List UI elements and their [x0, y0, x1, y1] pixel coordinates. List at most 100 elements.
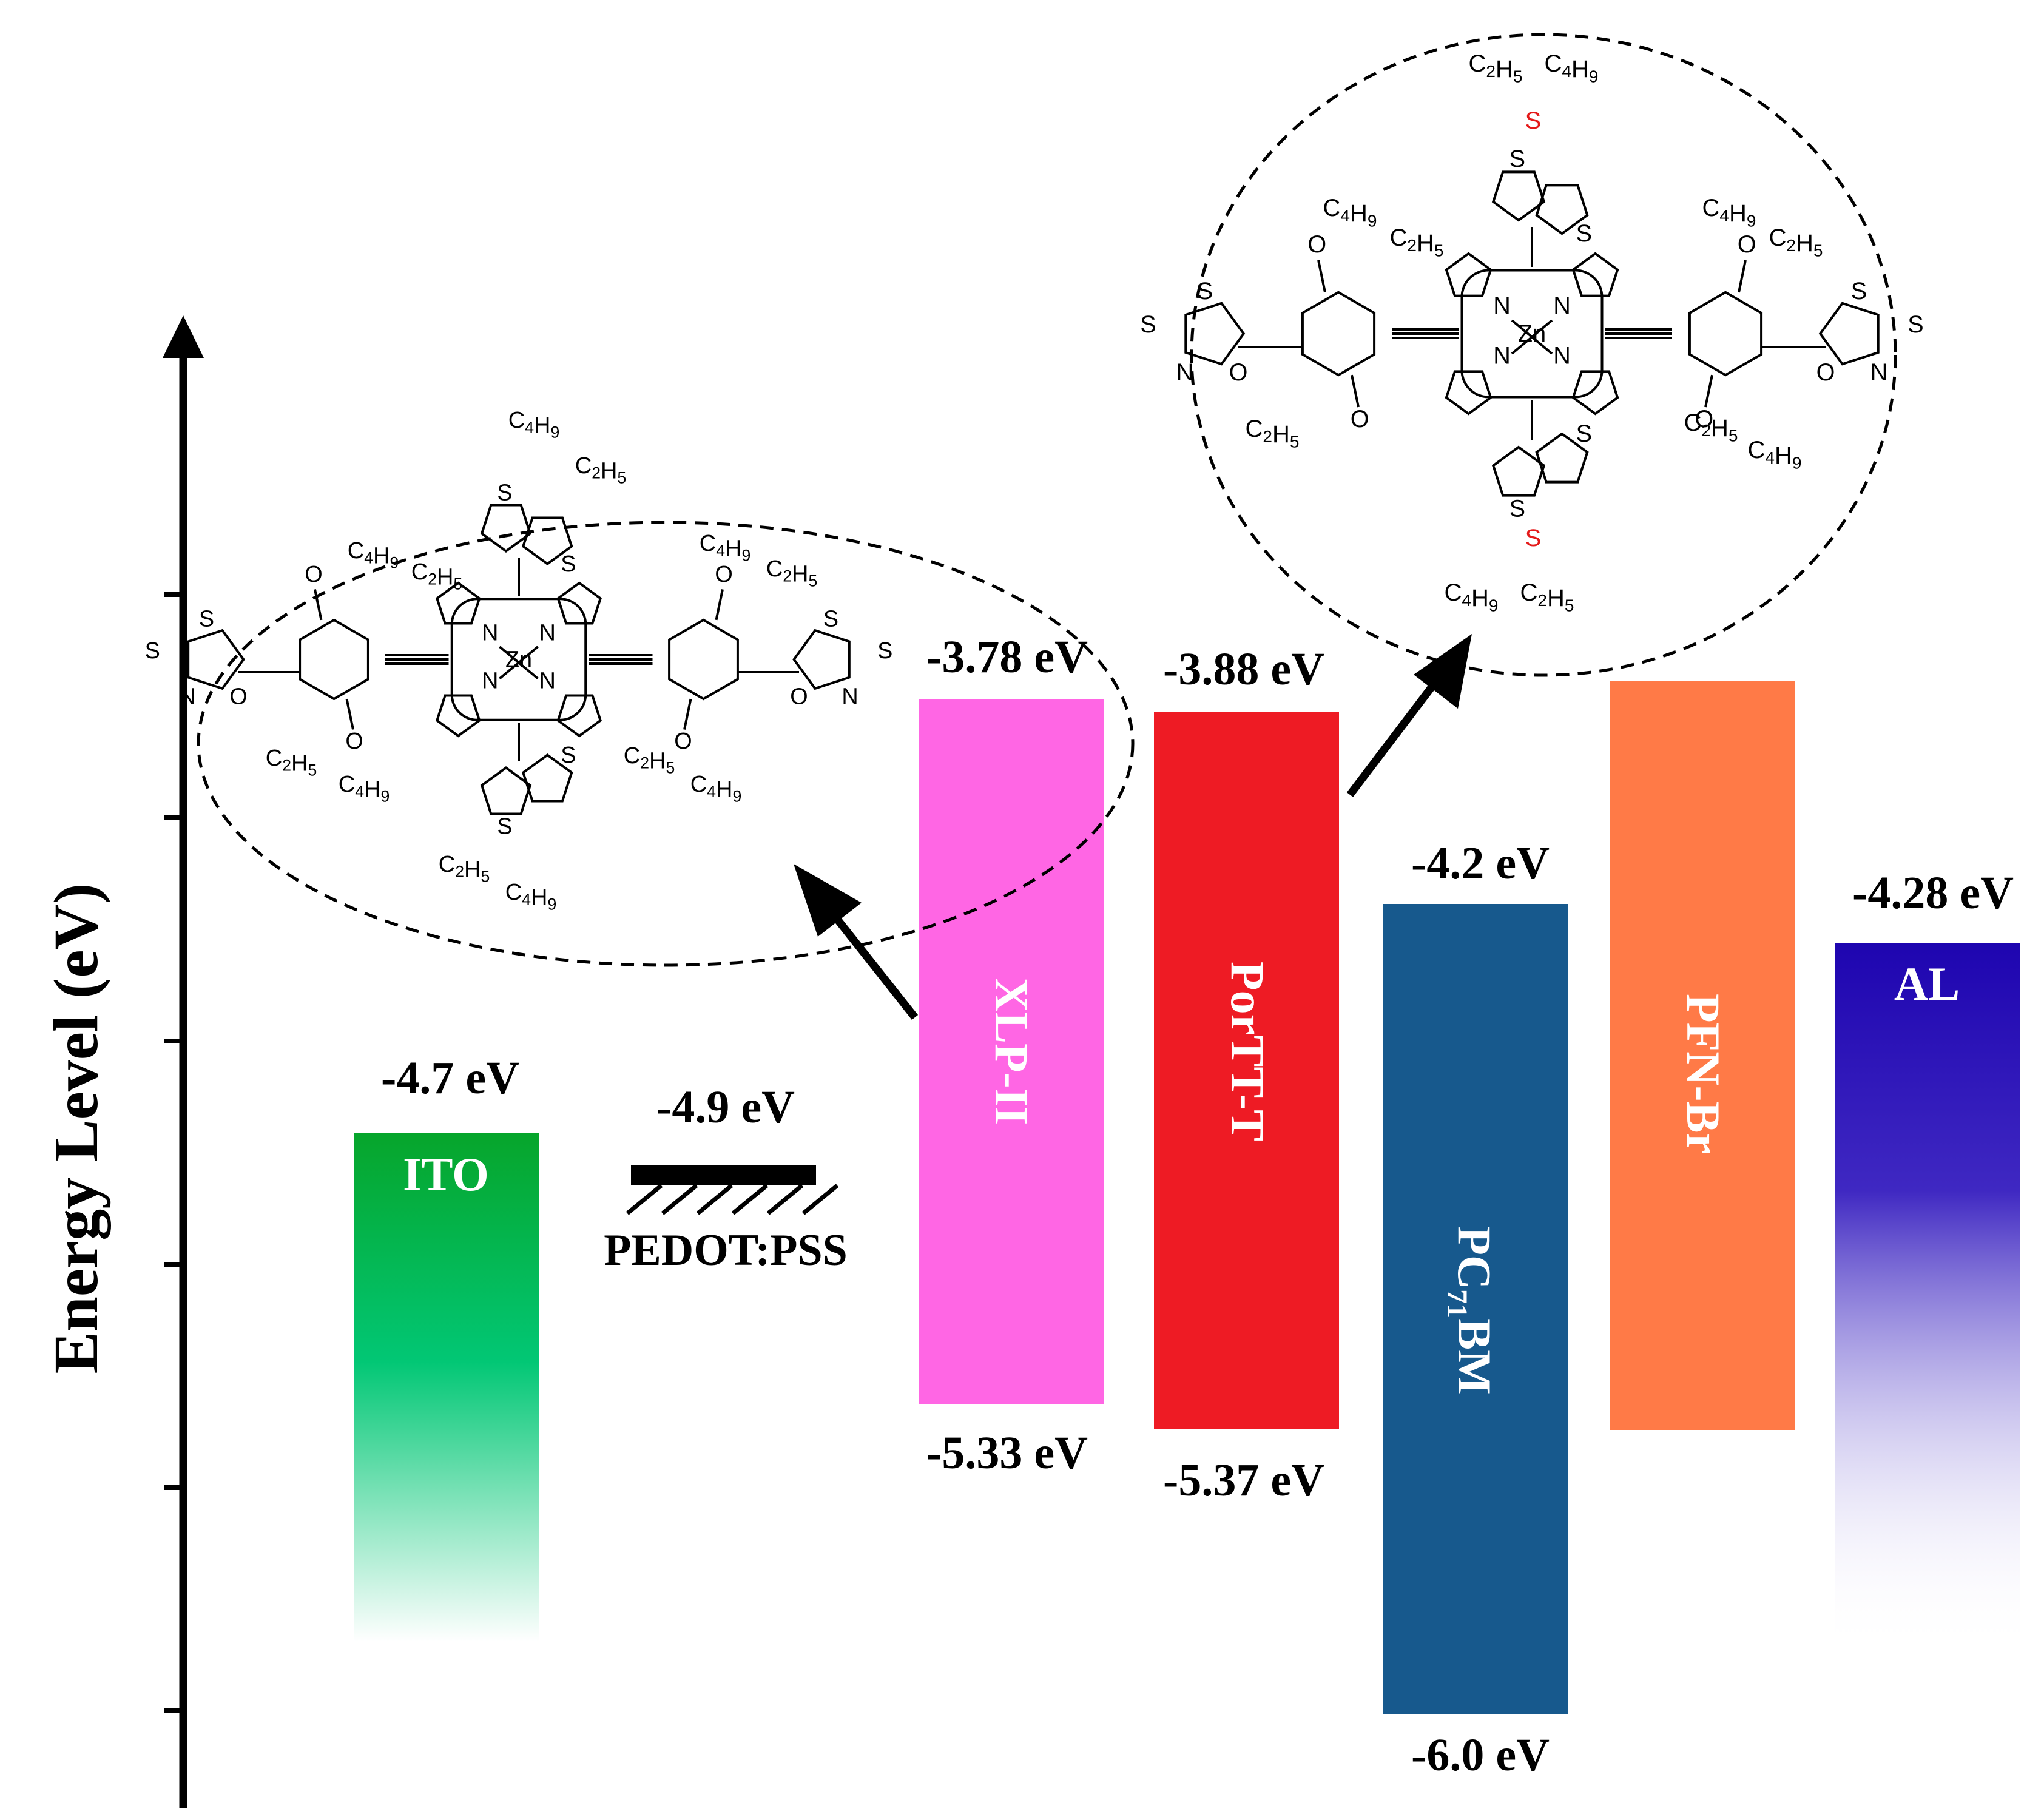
- five-ring: [556, 694, 602, 738]
- alkyl-group-label: C2H5: [575, 453, 627, 487]
- y-axis: [163, 315, 204, 1808]
- pfn-label: PFN-Br: [1677, 994, 1730, 1154]
- five-ring: [1445, 370, 1493, 416]
- atom-label: S: [561, 551, 576, 577]
- alkyl-group-label: C4H9: [700, 531, 751, 565]
- atom-label: N: [1553, 292, 1571, 319]
- metal-label: Zn: [505, 647, 532, 673]
- pcbm-bar: [1383, 904, 1568, 1714]
- portt-bar: [1154, 712, 1339, 1429]
- atom-label: N: [482, 668, 498, 693]
- atom-label: O: [229, 684, 247, 710]
- atom-label: N: [1870, 359, 1888, 386]
- alkyl-group-label: C2H5: [439, 852, 490, 886]
- pcbm-label-sub: 71: [1441, 1289, 1473, 1318]
- pedot-label: PEDOT:PSS: [604, 1225, 848, 1275]
- benzene-ring: [1301, 291, 1376, 377]
- atom-label: O: [1738, 231, 1756, 258]
- five-ring: [792, 629, 851, 690]
- ito-label: ITO: [403, 1148, 489, 1201]
- five-ring: [187, 629, 245, 690]
- pcbm-top-value: -4.2 eV: [1411, 838, 1550, 889]
- portt-layer: PorTT-T -3.88 eV -5.37 eV: [1154, 644, 1339, 1506]
- bond: [345, 698, 354, 730]
- al-layer: AL -4.28 eV: [1835, 868, 2020, 1650]
- metal-label: Zn: [1518, 320, 1546, 347]
- atom-label: S: [199, 606, 214, 632]
- atom-label: S: [1140, 311, 1156, 338]
- alkyl-group-label: C4H9: [1445, 579, 1499, 615]
- alkyl-group-label: C4H9: [508, 408, 560, 442]
- alkyl-group-label: C2H5: [624, 743, 675, 777]
- alkyl-group-label: C4H9: [1323, 195, 1377, 231]
- atom-label: O: [345, 729, 363, 754]
- alkyl-group-label: C4H9: [1748, 437, 1802, 473]
- five-ring: [1571, 370, 1619, 416]
- alkyl-group-label: C2H5: [1390, 224, 1444, 260]
- five-ring: [1184, 302, 1246, 366]
- arrow-head-right: [1414, 634, 1472, 709]
- atom-label: S: [1576, 220, 1592, 247]
- arrow-to-right-molecule: [1346, 674, 1443, 797]
- red-sulfur-label: S: [1525, 107, 1542, 134]
- alkyl-group-label: C4H9: [339, 772, 390, 806]
- al-label: AL: [1894, 957, 1960, 1010]
- atom-label: N: [539, 621, 556, 646]
- benzene-ring: [299, 618, 369, 701]
- portt-label: PorTT-T: [1221, 962, 1274, 1141]
- pcbm-label-main: PC: [1448, 1226, 1501, 1289]
- five-ring: [1535, 184, 1589, 235]
- pfn-layer: PFN-Br: [1610, 681, 1795, 1430]
- five-ring: [435, 581, 481, 625]
- arrow-to-left-molecule: [826, 907, 919, 1020]
- atom-label: O: [1307, 231, 1326, 258]
- alkyl-group-label: C4H9: [348, 538, 399, 572]
- pedot-layer: PEDOT:PSS -4.9 eV: [604, 1082, 848, 1275]
- atom-label: O: [305, 562, 322, 587]
- bond: [1317, 260, 1326, 293]
- y-axis-label: Energy Level (eV): [41, 883, 111, 1374]
- alkyl-group-label: C2H5: [1520, 579, 1574, 615]
- five-ring: [521, 753, 573, 803]
- five-ring: [1445, 252, 1493, 297]
- xlp-top-value: -3.78 eV: [926, 632, 1088, 683]
- bond: [1351, 374, 1360, 408]
- five-ring: [1535, 432, 1589, 484]
- bond: [499, 646, 539, 680]
- al-top-value: -4.28 eV: [1852, 868, 2014, 919]
- atom-label: N: [539, 668, 556, 693]
- atom-label: N: [1553, 343, 1571, 369]
- pcbm-bottom-value: -6.0 eV: [1411, 1730, 1550, 1781]
- pedot-hatch-mark: [731, 1184, 769, 1215]
- portt-bottom-value: -5.37 eV: [1163, 1455, 1324, 1506]
- portt-top-value: -3.88 eV: [1163, 644, 1324, 695]
- alkyl-group-label: C4H9: [690, 772, 742, 806]
- red-sulfur-label: S: [1525, 525, 1542, 551]
- atom-label: S: [823, 606, 838, 632]
- alkyl-group-label: C2H5: [411, 559, 463, 593]
- atom-label: S: [145, 638, 160, 664]
- bond: [1511, 319, 1553, 355]
- atom-label: S: [1509, 495, 1525, 522]
- atom-label: O: [1816, 359, 1835, 386]
- atom-label: S: [1907, 311, 1923, 338]
- xlp-bar: [919, 699, 1104, 1404]
- ito-bar: [354, 1133, 539, 1642]
- bond: [1738, 260, 1747, 293]
- atom-label: N: [1493, 292, 1511, 319]
- pedot-hatch-mark: [801, 1184, 839, 1215]
- xlp-layer: XLP-II -3.78 eV -5.33 eV: [919, 632, 1104, 1478]
- benzene-ring: [1688, 291, 1763, 377]
- atom-label: O: [674, 729, 692, 754]
- five-ring: [1818, 302, 1880, 366]
- bond: [715, 589, 724, 621]
- pfn-bar: [1610, 681, 1795, 1430]
- five-ring: [556, 581, 602, 625]
- alkyl-group-label: C2H5: [266, 746, 317, 780]
- atom-label: O: [790, 684, 808, 710]
- pedot-hatch-mark: [661, 1184, 698, 1215]
- alkyl-group-label: C4H9: [1702, 195, 1756, 231]
- five-ring: [1571, 252, 1619, 297]
